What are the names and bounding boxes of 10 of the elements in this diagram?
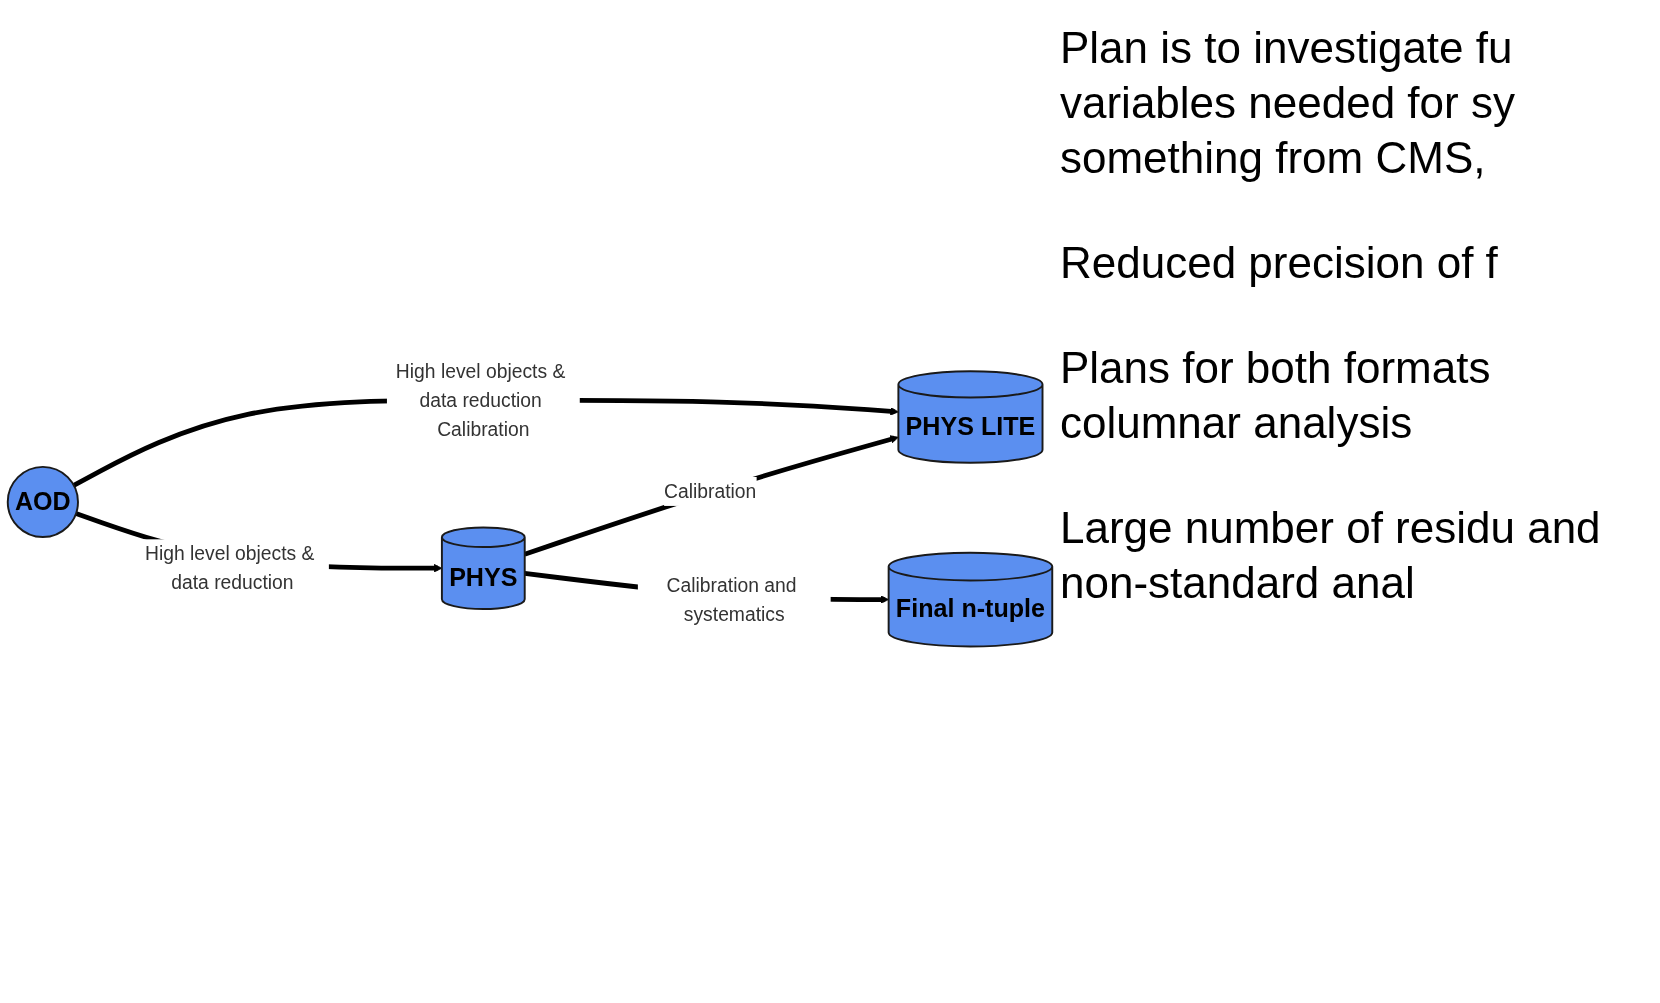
- edge-label: High level objects & data reduction Calibration: [395, 360, 566, 440]
- note-text: Reduced precision of f: [1060, 237, 1499, 289]
- edge-label: High level objects & data reduction: [144, 543, 315, 594]
- note-text: Plan is to investigate fu variables needed for sy something from CMS,: [1060, 22, 1516, 184]
- note-text: Plans for both formats columnar analysis: [1060, 342, 1492, 449]
- edge-label: Calibration: [664, 480, 757, 502]
- edge-label: Calibration and systematics: [666, 574, 797, 625]
- arrow: [523, 435, 899, 557]
- note-text: Large number of residu and non-standard anal: [1060, 502, 1602, 609]
- node-circle: AOD: [6, 465, 79, 538]
